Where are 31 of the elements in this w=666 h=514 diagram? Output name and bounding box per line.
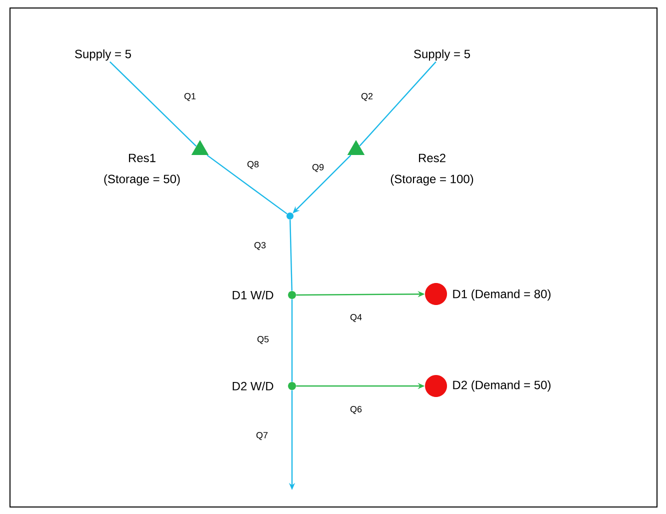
supply-label: Supply = 5: [75, 49, 131, 61]
pipe-line: [290, 220, 292, 291]
junction-dot: [288, 382, 296, 390]
edge-label: Q5: [256, 335, 270, 345]
edge-label: Q8: [246, 160, 260, 170]
demand-circle: [425, 375, 447, 397]
edge-label: Q7: [255, 431, 269, 441]
edge-label: Q6: [349, 405, 363, 415]
supply-label: Supply = 5: [414, 49, 470, 61]
reservoir-label: (Storage = 100): [390, 174, 474, 186]
demand-circle: [425, 283, 447, 305]
pipe-line: [359, 61, 436, 146]
edge-label: Q2: [360, 92, 374, 102]
reservoir-label: Res2: [419, 154, 446, 162]
reservoir-label: (Storage = 50): [104, 174, 180, 186]
edge-label: Q3: [253, 241, 267, 251]
reservoir-triangle: [347, 140, 365, 155]
node-label: D2 W/D: [232, 382, 274, 390]
reservoir-label: Res1: [128, 154, 156, 162]
edge-label: Q4: [349, 313, 363, 323]
pipe-line: [206, 154, 288, 214]
junction-dot: [288, 291, 296, 299]
node-label: D1 W/D: [232, 290, 274, 300]
pipe-line: [110, 61, 197, 147]
reservoir-triangle: [191, 140, 209, 155]
pipe-line: [291, 299, 293, 382]
node-label: D1 (Demand = 80): [453, 289, 550, 301]
edge-label: Q1: [183, 92, 197, 102]
node-label: D2 (Demand = 50): [453, 380, 550, 392]
edge-label: Q9: [311, 163, 325, 173]
junction-dot: [286, 212, 294, 220]
